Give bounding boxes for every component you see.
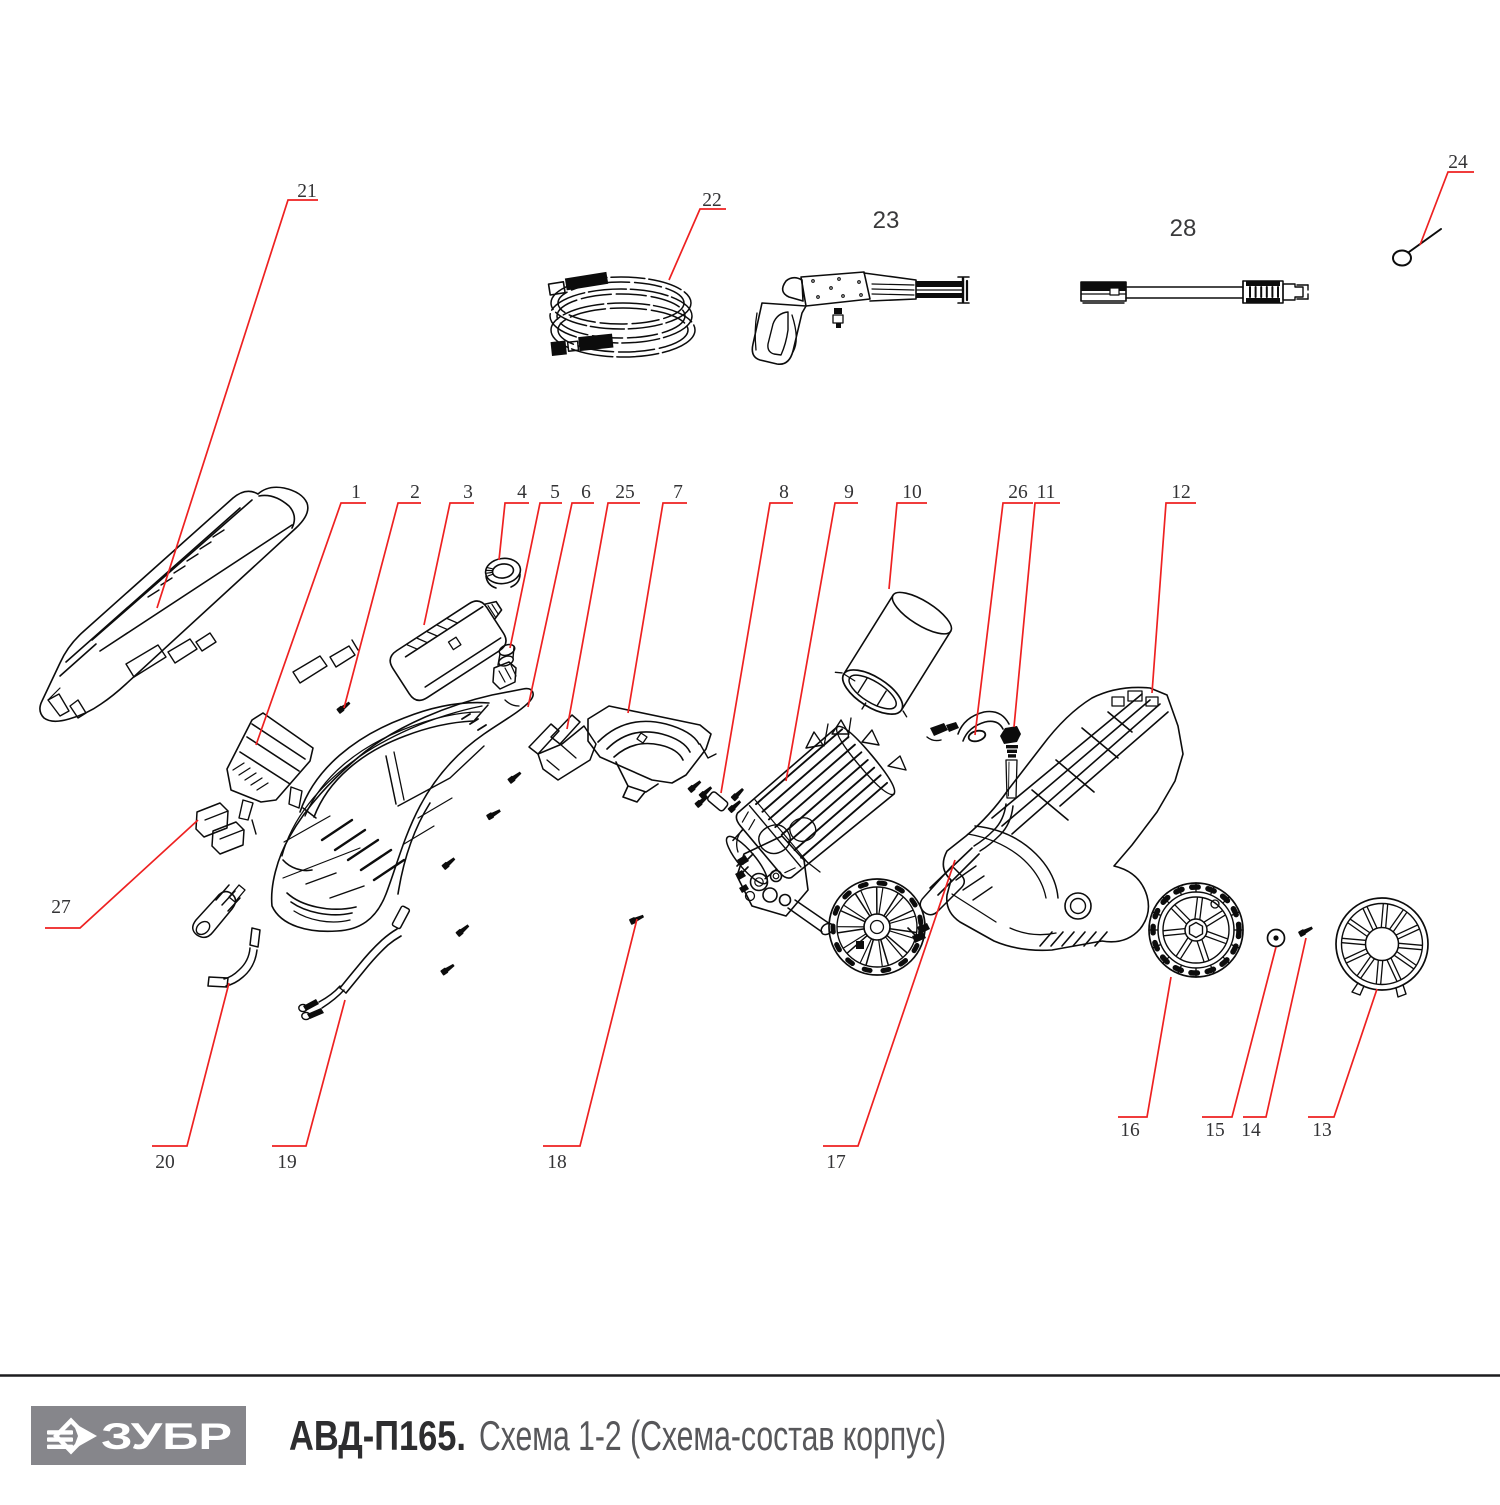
- svg-text:3: 3: [463, 482, 473, 503]
- svg-text:АВД-П165.: АВД-П165.: [289, 1412, 466, 1459]
- svg-text:6: 6: [581, 482, 591, 503]
- svg-text:1: 1: [351, 482, 361, 503]
- svg-text:11: 11: [1037, 482, 1056, 503]
- svg-text:26: 26: [1008, 482, 1028, 503]
- svg-text:ЗУБР: ЗУБР: [101, 1416, 232, 1457]
- svg-text:7: 7: [673, 482, 683, 503]
- svg-text:Схема 1-2 (Схема-состав корпус: Схема 1-2 (Схема-состав корпус): [479, 1412, 946, 1459]
- svg-text:15: 15: [1205, 1120, 1225, 1141]
- svg-text:17: 17: [826, 1152, 846, 1173]
- svg-text:20: 20: [155, 1152, 175, 1173]
- svg-text:10: 10: [902, 482, 922, 503]
- svg-text:5: 5: [550, 482, 560, 503]
- svg-text:22: 22: [702, 190, 722, 211]
- svg-text:4: 4: [517, 482, 527, 503]
- svg-text:18: 18: [547, 1152, 567, 1173]
- svg-text:28: 28: [1170, 215, 1197, 242]
- svg-text:2: 2: [410, 482, 420, 503]
- svg-text:21: 21: [297, 181, 317, 202]
- svg-text:14: 14: [1241, 1120, 1261, 1141]
- svg-text:25: 25: [615, 482, 635, 503]
- svg-text:9: 9: [844, 482, 854, 503]
- svg-text:24: 24: [1448, 152, 1468, 173]
- svg-text:23: 23: [873, 207, 900, 234]
- svg-text:19: 19: [277, 1152, 297, 1173]
- svg-text:27: 27: [51, 897, 71, 918]
- svg-text:16: 16: [1120, 1120, 1140, 1141]
- svg-text:13: 13: [1312, 1120, 1332, 1141]
- svg-text:8: 8: [779, 482, 789, 503]
- svg-text:12: 12: [1171, 482, 1191, 503]
